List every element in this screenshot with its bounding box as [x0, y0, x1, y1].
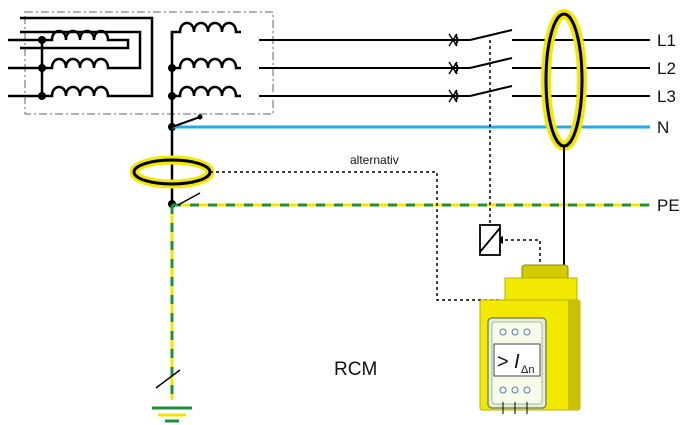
display-subscript: Δn [521, 364, 534, 376]
ground-switch [155, 369, 181, 389]
pe-conductor [170, 203, 650, 400]
rcm-label: RCM [334, 359, 377, 380]
transformer-enclosure [24, 11, 274, 115]
transformer-icon [8, 16, 241, 205]
breaker-x-marks [448, 33, 458, 103]
label-l2: L2 [657, 59, 676, 78]
relay-coil-icon [479, 224, 501, 256]
alternative-connection [210, 171, 500, 301]
pe-switch [177, 192, 201, 206]
rcm-device-icon [479, 264, 581, 414]
label-l3: L3 [657, 87, 676, 106]
label-pe: PE [657, 196, 680, 215]
label-n: N [657, 118, 669, 137]
display-symbol: > [497, 351, 509, 373]
display-current: I [514, 351, 520, 373]
trip-link [489, 40, 541, 268]
neutral-switch [171, 116, 201, 128]
label-l1: L1 [657, 31, 676, 50]
alternative-label: alternativ [350, 153, 399, 167]
earth-ground-icon [152, 406, 192, 423]
